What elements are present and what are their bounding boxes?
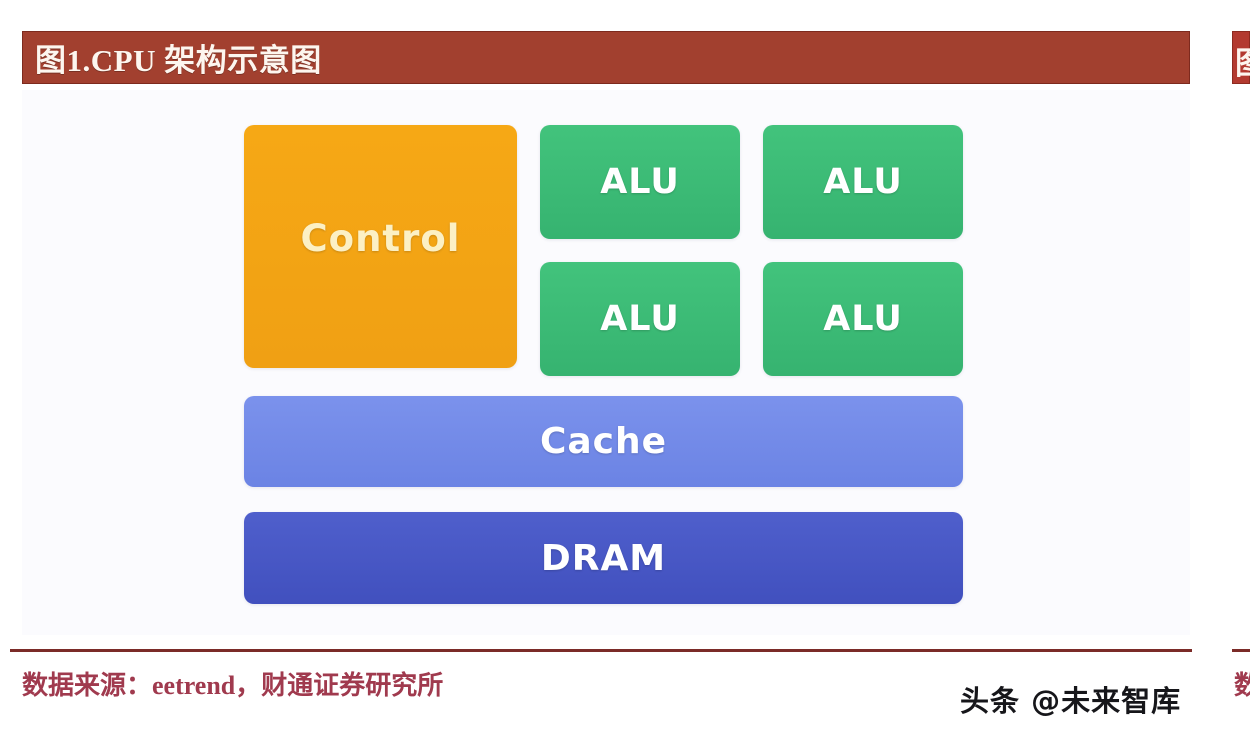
figure-panel: 图1.CPU 架构示意图 Control ALU ALU ALU ALU Cac… — [10, 31, 1192, 700]
diagram-block-alu-2-label: ALU — [823, 162, 903, 202]
adjacent-figure-title: 图 — [1235, 38, 1250, 83]
watermark: 头条 @未来智库 — [960, 684, 1182, 718]
diagram-block-cache-label: Cache — [539, 421, 668, 462]
adjacent-footer-divider — [1232, 649, 1250, 652]
figure-title-bar: 图1.CPU 架构示意图 — [22, 31, 1190, 84]
figure-title: 图1.CPU 架构示意图 — [35, 43, 322, 78]
diagram-block-dram-label: DRAM — [540, 537, 667, 579]
adjacent-figure-source-note: 数 — [1234, 671, 1250, 700]
diagram-block-cache: Cache — [244, 396, 963, 487]
diagram-block-alu-2: ALU — [763, 125, 963, 239]
figure-source-note: 数据来源：eetrend，财通证券研究所 — [22, 671, 444, 700]
diagram-block-alu-3: ALU — [540, 262, 740, 376]
diagram-block-alu-1-label: ALU — [600, 162, 680, 202]
diagram-block-alu-3-label: ALU — [600, 299, 680, 339]
diagram-block-alu-4: ALU — [763, 262, 963, 376]
footer-divider — [10, 649, 1192, 652]
diagram-block-control: Control — [244, 125, 517, 368]
diagram-block-control-label: Control — [300, 217, 461, 260]
diagram-block-alu-1: ALU — [540, 125, 740, 239]
diagram-block-dram: DRAM — [244, 512, 963, 604]
diagram-block-alu-4-label: ALU — [823, 299, 903, 339]
adjacent-figure-panel: 图 数 — [1232, 0, 1250, 742]
cpu-architecture-diagram: Control ALU ALU ALU ALU Cache DRAM — [22, 90, 1190, 635]
